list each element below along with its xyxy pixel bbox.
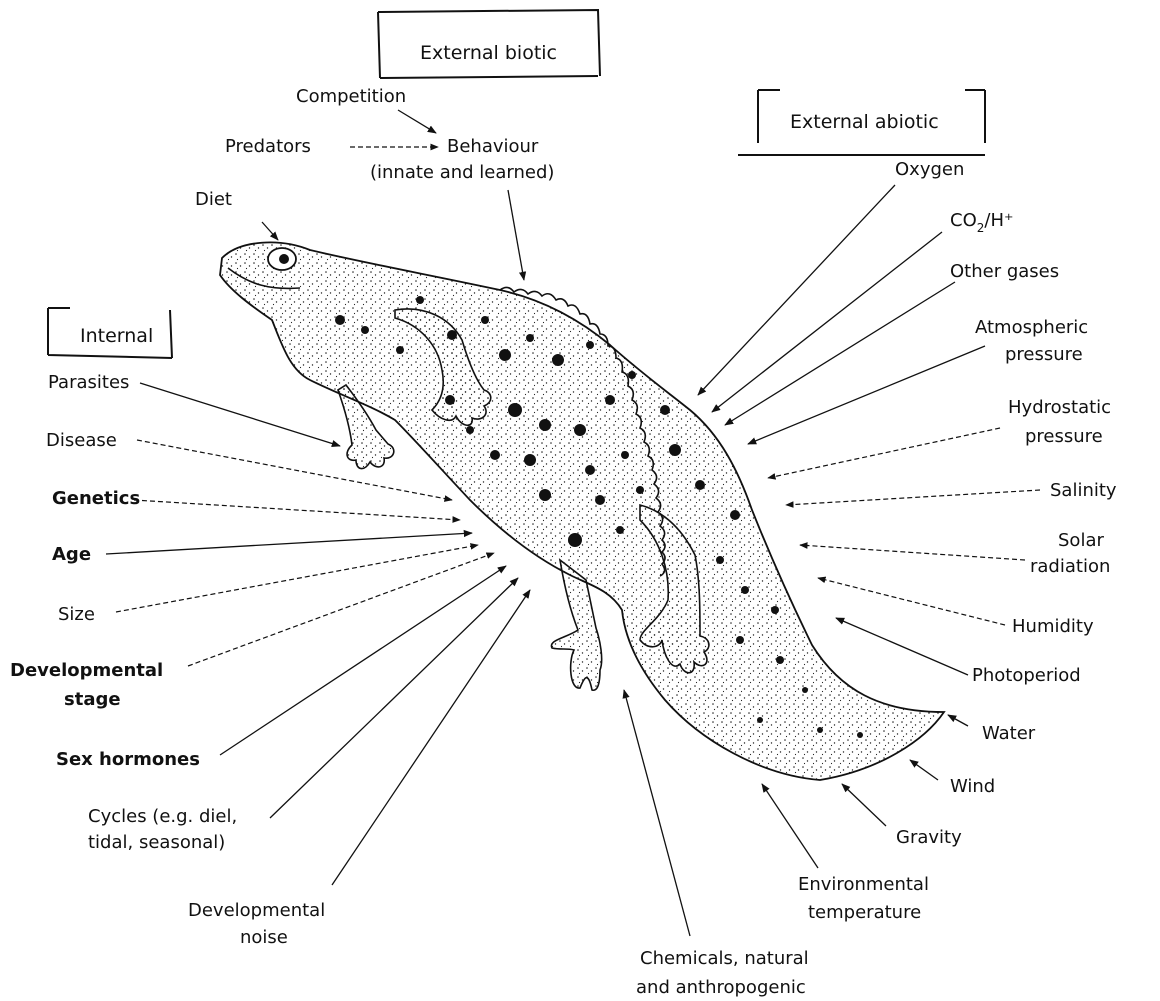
external-biotic-heading: External biotic xyxy=(420,42,557,64)
arrow-sex-hormones xyxy=(220,566,506,755)
label-predators: Predators xyxy=(225,136,311,157)
arrow-parasites xyxy=(140,383,340,446)
arrow-salinity xyxy=(786,490,1040,505)
label-developmental-noise-2: noise xyxy=(240,927,288,948)
internal-heading: Internal xyxy=(80,325,153,347)
arrow-competition xyxy=(398,110,436,133)
label-parasites: Parasites xyxy=(48,372,129,393)
arrow-humidity xyxy=(818,578,1005,625)
label-behaviour-note: (innate and learned) xyxy=(370,162,554,183)
label-environmental-temperature: Environmental xyxy=(798,874,929,895)
newt-illustration xyxy=(220,242,944,780)
label-developmental-stage: Developmental xyxy=(10,660,163,681)
arrow-disease xyxy=(137,440,452,500)
label-solar: Solar xyxy=(1058,530,1104,551)
label-cycles-2: tidal, seasonal) xyxy=(88,832,225,853)
label-cycles: Cycles (e.g. diel, xyxy=(88,806,237,827)
arrow-solar-radiation xyxy=(800,545,1025,560)
arrow-chemicals xyxy=(624,690,690,936)
label-chemicals: Chemicals, natural xyxy=(640,948,809,969)
label-developmental-noise: Developmental xyxy=(188,900,325,921)
label-co2: CO2/H⁺ xyxy=(950,210,1014,235)
arrow-behaviour xyxy=(508,190,524,280)
label-disease: Disease xyxy=(46,430,117,451)
internal-box: Internal xyxy=(48,308,172,358)
label-atmospheric-2: pressure xyxy=(1005,344,1083,365)
label-size: Size xyxy=(58,604,95,625)
label-humidity: Humidity xyxy=(1012,616,1094,637)
label-salinity: Salinity xyxy=(1050,480,1117,501)
label-solar-2: radiation xyxy=(1030,556,1110,577)
label-behaviour: Behaviour xyxy=(447,136,539,157)
arrow-environmental-temperature xyxy=(762,784,818,868)
label-competition: Competition xyxy=(296,86,406,107)
label-genetics: Genetics xyxy=(52,488,140,509)
label-atmospheric: Atmospheric xyxy=(975,317,1088,338)
label-photoperiod: Photoperiod xyxy=(972,665,1081,686)
arrow-wind xyxy=(910,760,938,780)
arrow-oxygen xyxy=(698,185,895,395)
label-sex-hormones: Sex hormones xyxy=(56,749,200,770)
arrow-photoperiod xyxy=(836,618,968,675)
label-diet: Diet xyxy=(195,189,232,210)
external-biotic-box: External biotic xyxy=(378,10,600,78)
arrow-co2 xyxy=(712,232,942,412)
label-hydrostatic: Hydrostatic xyxy=(1008,397,1111,418)
label-oxygen: Oxygen xyxy=(895,159,964,180)
label-hydrostatic-2: pressure xyxy=(1025,426,1103,447)
external-abiotic-box: External abiotic xyxy=(738,90,985,155)
external-abiotic-heading: External abiotic xyxy=(790,111,939,133)
label-other-gases: Other gases xyxy=(950,261,1059,282)
label-gravity: Gravity xyxy=(896,827,962,848)
label-environmental-temperature-2: temperature xyxy=(808,902,921,923)
arrow-other-gases xyxy=(725,282,955,425)
label-wind: Wind xyxy=(950,776,995,797)
label-chemicals-2: and anthropogenic xyxy=(636,977,806,998)
arrow-atmospheric-pressure xyxy=(748,346,985,444)
arrow-hydrostatic-pressure xyxy=(768,428,1000,478)
label-developmental-stage-2: stage xyxy=(64,689,121,710)
arrow-genetics xyxy=(134,500,460,520)
label-water: Water xyxy=(982,723,1036,744)
label-age: Age xyxy=(52,544,91,565)
arrow-gravity xyxy=(842,784,886,826)
arrow-diet xyxy=(262,222,278,240)
arrow-water xyxy=(948,715,968,726)
newt-body xyxy=(220,242,944,780)
arrow-age xyxy=(106,533,472,554)
arrow-developmental-noise xyxy=(332,590,530,885)
